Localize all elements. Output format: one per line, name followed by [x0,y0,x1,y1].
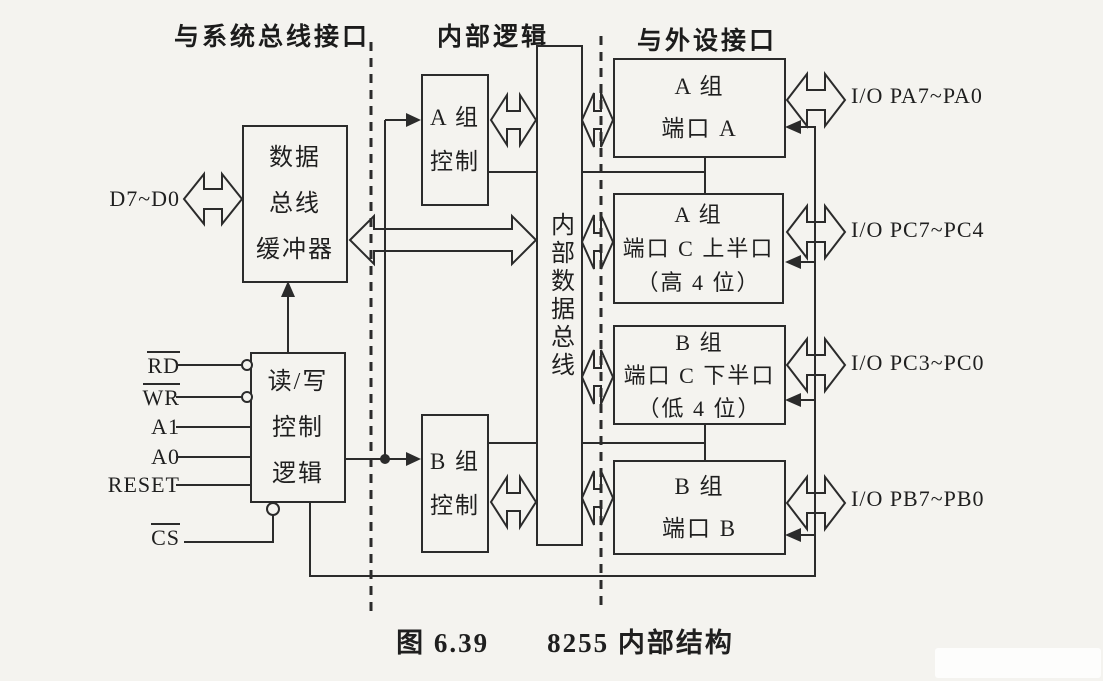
block-line: B 组 [675,329,724,355]
wire-cs [184,515,274,543]
arrow-port-c-lower-io [785,336,847,394]
block-line: 控制 [430,492,480,518]
internal-data-bus-label: 内部数据总线 [546,211,573,380]
label-data-bus-d7-d0: D7~D0 [109,186,180,211]
label-a1: A1 [151,414,180,439]
block-line: B 组 [674,473,725,499]
arrowhead-into-group-a-ctrl [406,113,421,127]
block-line: A 组 [429,105,481,130]
arrow-bus-port-c-upper [580,214,615,270]
block-line: 端口 C 上半口 [622,235,775,261]
section-label-internal-logic: 内部逻辑 [437,23,550,51]
junction-dot [380,454,390,464]
block-line: 端口 B [661,515,738,541]
arrow-port-c-upper-io [785,203,847,261]
label-cs: CS [151,523,180,550]
arrowhead-feedback-port-b [785,528,801,542]
label-io-pa7-pa0: I/O PA7~PA0 [851,83,983,108]
arrowhead-feedback-port-c-upper [785,255,801,269]
block-internal-data-bus: 内部数据总线 [536,45,583,546]
arrow-port-b-io [785,474,847,532]
block-group-a-control: A 组 控制 [421,74,489,206]
block-port-c-lower: B 组 端口 C 下半口 （低 4 位） [613,325,786,425]
label-io-pc3-pc0: I/O PC3~PC0 [851,350,985,375]
figure-caption: 图 6.39 8255 内部结构 [396,628,734,658]
arrowhead-feedback-port-c-lower [785,393,801,407]
block-port-c-upper: A 组 端口 C 上半口 （高 4 位） [613,193,784,304]
label-io-pc7-pc4: I/O PC7~PC4 [851,217,985,242]
arrowhead-into-buffer [281,281,295,297]
arrow-group-b-ctrl-bus [489,473,538,531]
block-line: 端口 A [661,116,738,141]
block-line: 逻辑 [272,460,324,487]
block-line: B 组 [429,448,481,474]
block-data-bus-buffer: 数据 总线 缓冲器 [242,125,348,283]
arrowhead-feedback-port-a [785,120,801,134]
arrowhead-into-group-b-ctrl [406,452,421,466]
block-line: 读/写 [267,368,329,395]
block-line: （高 4 位） [636,269,761,295]
arrow-d7-d0-buffer [182,171,244,227]
section-label-peripheral: 与外设接口 [637,27,778,55]
block-line: 总线 [269,191,321,217]
arrow-port-a-io [785,71,847,129]
block-port-a: A 组 端口 A [613,58,786,158]
section-label-system-bus: 与系统总线接口 [174,23,371,51]
arrow-bus-port-c-lower [580,349,615,405]
label-a0: A0 [151,444,180,469]
block-line: 控制 [272,414,324,441]
arrow-bus-port-a [580,92,615,148]
block-line: 数据 [269,145,321,171]
block-line: A 组 [674,201,723,227]
label-rd: RD [147,351,180,378]
label-reset: RESET [107,472,180,497]
scan-artifact [935,648,1101,678]
block-line: （低 4 位） [637,395,762,421]
block-line: 端口 C 下半口 [623,362,776,388]
label-io-pb7-pb0: I/O PB7~PB0 [851,486,985,511]
block-line: 控制 [430,149,480,174]
block-line: A 组 [674,74,725,99]
arrow-bus-port-b [580,470,615,526]
arrow-buffer-internal-bus [348,213,538,267]
block-rw-control-logic: 读/写 控制 逻辑 [250,352,346,503]
bubble-cs [266,502,280,516]
block-port-b: B 组 端口 B [613,460,786,555]
block-group-b-control: B 组 控制 [421,414,489,553]
block-line: 缓冲器 [256,237,334,263]
label-wr: WR [142,383,180,410]
arrow-group-a-ctrl-bus [489,91,538,149]
